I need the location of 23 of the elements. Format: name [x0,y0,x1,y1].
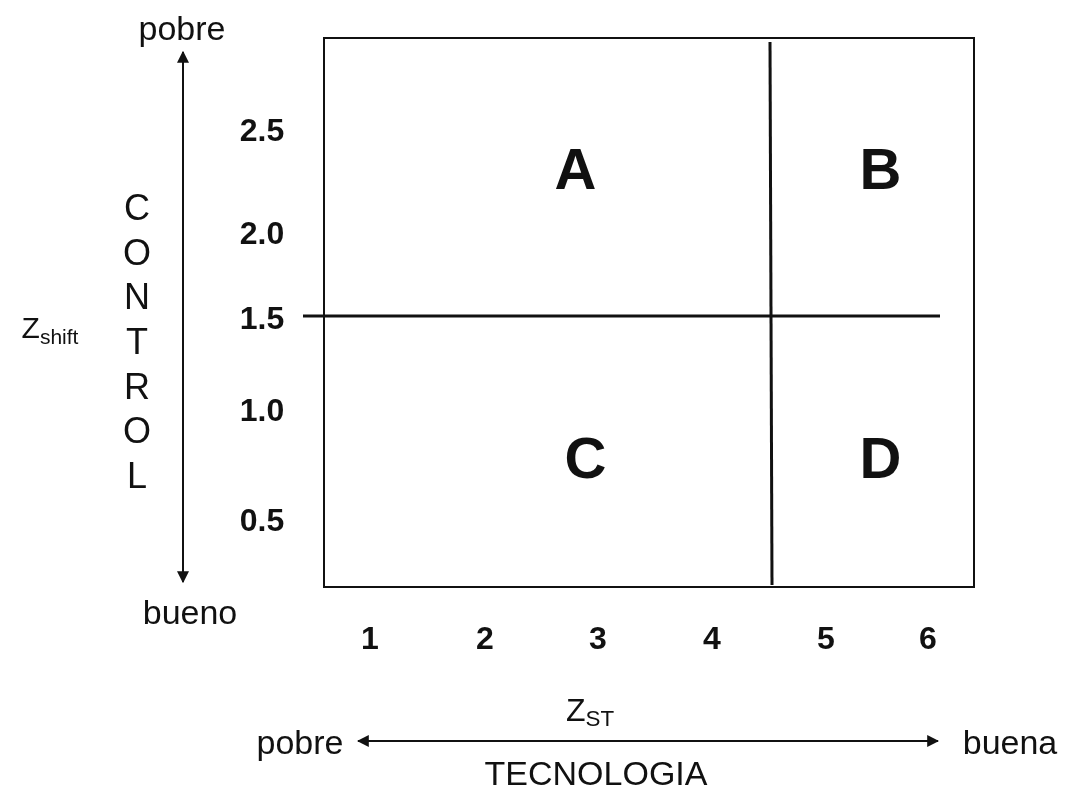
axis-title: CONTROL [122,185,152,498]
quadrant-letter: A [554,139,597,198]
tick-label: 1 [361,622,379,654]
tick-label: 0.5 [239,504,285,536]
tick-label: 6 [919,622,937,654]
tick-label: 2.0 [239,217,285,249]
tick-label: 3 [589,622,607,654]
tick-label: 1.5 [239,302,285,334]
quadrant-letter: C [564,429,607,487]
quadrant-letter: D [859,429,902,487]
axis-label: Z$_{ST}$ [565,693,615,731]
quadrant-letter: B [859,139,902,198]
axis-label: pobre [256,725,344,759]
tick-label: 2.5 [239,114,285,146]
tick-label: 5 [817,622,835,654]
axis-label: buena [962,725,1058,759]
axis-label: Z$_{shift}$ [21,313,79,347]
tick-label: 2 [476,622,494,654]
axis-label: TECNOLOGIA [484,756,708,790]
tick-label: 4 [703,622,721,654]
axis-label: bueno [142,595,238,629]
axis-label: pobre [138,11,226,45]
tick-label: 1.0 [239,394,285,426]
